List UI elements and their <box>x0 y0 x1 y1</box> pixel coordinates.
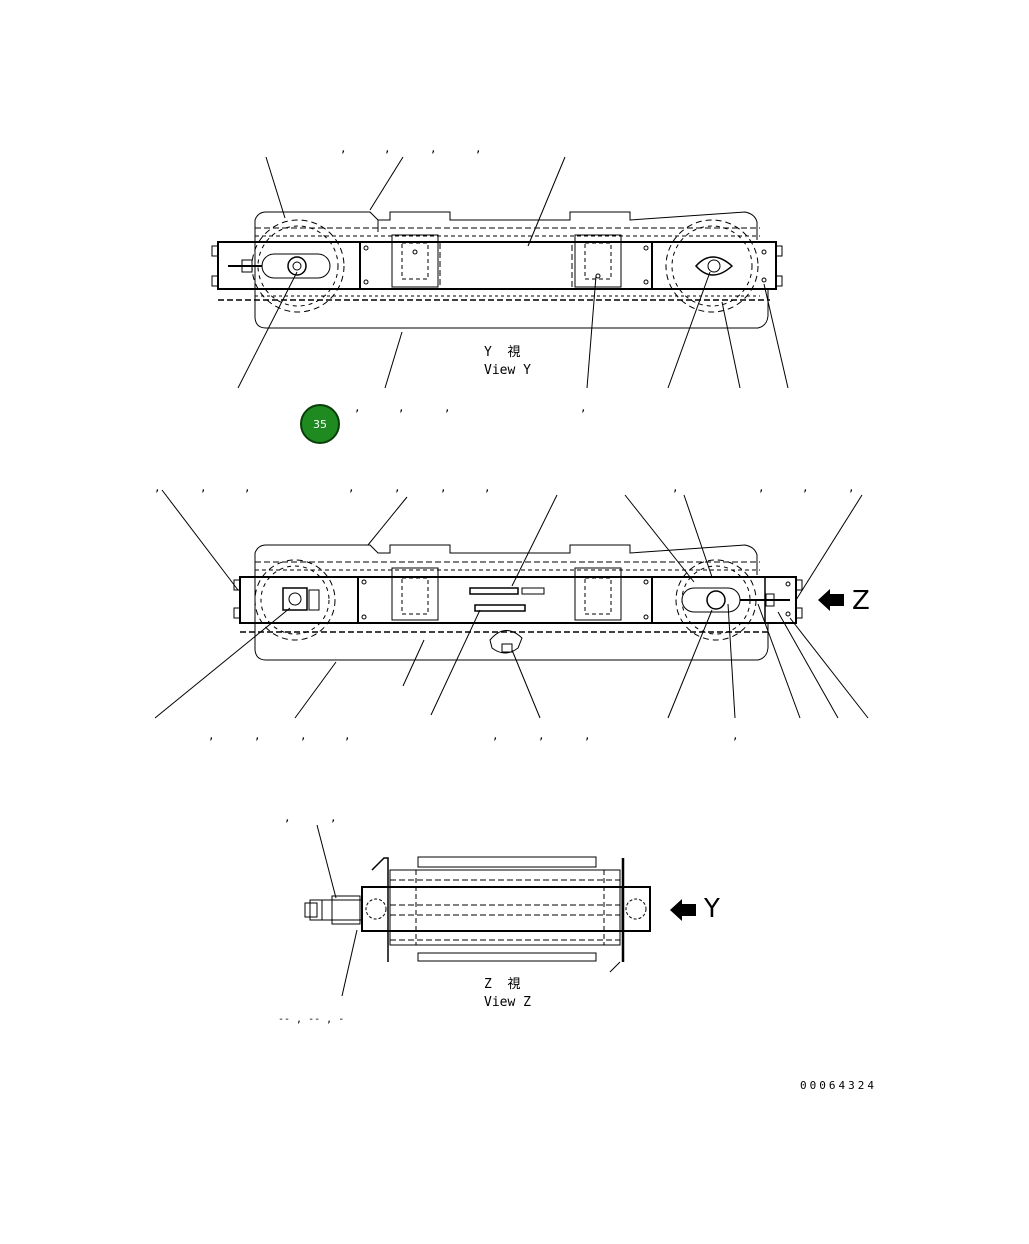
callout-comma: , <box>154 481 161 494</box>
view-y-caption-en: View Y <box>484 363 531 378</box>
callout-comma: , <box>484 481 491 494</box>
callout-comma: , <box>444 401 451 414</box>
callout-comma: , <box>200 481 207 494</box>
callout-comma: , <box>348 481 355 494</box>
callout-comma: , <box>802 481 809 494</box>
callout-comma: , <box>584 729 591 742</box>
side-view-drawing <box>154 489 869 719</box>
view-z-caption-ja: Z 視 <box>484 977 521 992</box>
callout-comma: , <box>492 729 499 742</box>
view-y-drawing <box>211 156 789 389</box>
callout-comma: , <box>340 142 347 155</box>
callout-comma: , <box>330 811 337 824</box>
callout-comma: , <box>732 729 739 742</box>
callout-comma: , <box>538 729 545 742</box>
dash-note: -- , -- , - <box>278 1014 345 1025</box>
part-code: 00064324 <box>800 1079 877 1092</box>
callout-comma: , <box>475 142 482 155</box>
callout-comma: , <box>208 729 215 742</box>
arrow-y-letter: Y <box>704 894 720 924</box>
view-y-caption-ja: Y 視 <box>484 345 521 360</box>
callout-comma: , <box>758 481 765 494</box>
view-z-caption-en: View Z <box>484 995 531 1010</box>
callout-comma: , <box>398 401 405 414</box>
callout-comma: , <box>580 401 587 414</box>
callout-comma: , <box>394 481 401 494</box>
view-z-drawing <box>304 824 696 997</box>
callout-comma: , <box>300 729 307 742</box>
callout-comma: , <box>848 481 855 494</box>
callout-comma: , <box>254 729 261 742</box>
callout-comma: , <box>672 481 679 494</box>
callout-comma: , <box>354 401 361 414</box>
callout-comma: , <box>440 481 447 494</box>
callout-comma: , <box>384 142 391 155</box>
callout-comma: , <box>244 481 251 494</box>
callout-comma: , <box>284 811 291 824</box>
callout-badge-35[interactable]: 35 <box>300 404 340 444</box>
arrow-z-letter: Z <box>852 586 870 616</box>
callout-comma: , <box>344 729 351 742</box>
callout-comma: , <box>430 142 437 155</box>
callout-badge-label: 35 <box>313 417 327 431</box>
